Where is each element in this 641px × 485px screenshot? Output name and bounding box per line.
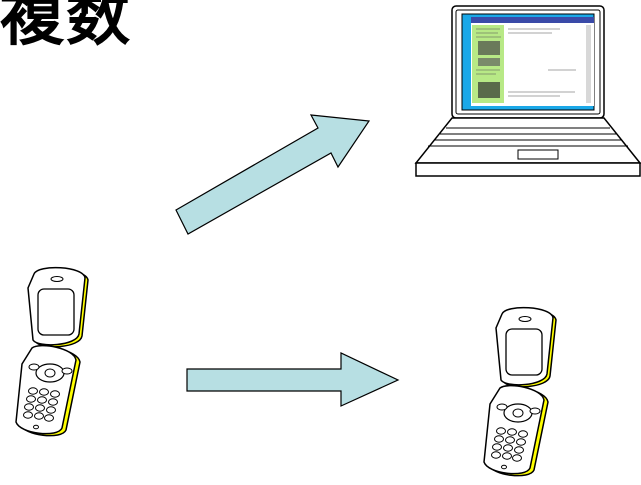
laptop-icon [414,5,641,177]
arrow-to-laptop-icon [175,114,371,235]
page-title: 複数 [0,0,132,55]
source-phone-icon [15,266,89,437]
target-phone-icon [483,306,557,477]
arrow-to-phone-icon [186,352,400,407]
